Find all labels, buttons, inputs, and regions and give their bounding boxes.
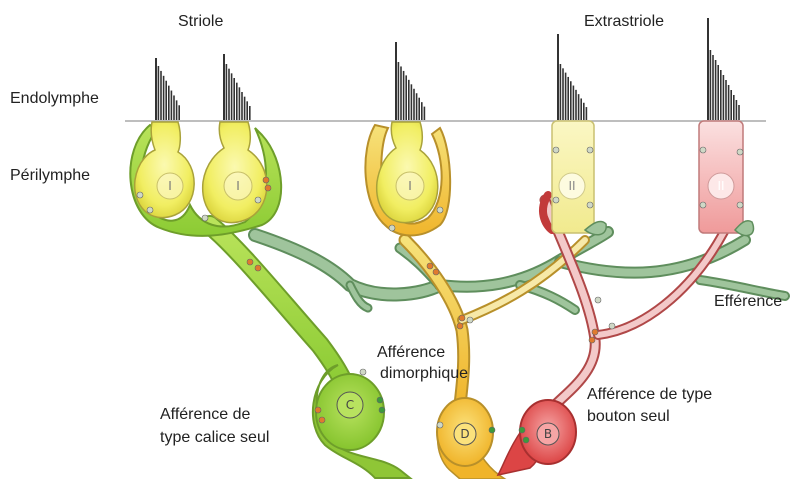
label-afference-dimorphique-2: dimorphique (380, 364, 468, 384)
synapse-dot (595, 297, 601, 303)
synapse-dot (427, 263, 433, 269)
synapse-dot (467, 317, 473, 323)
label-afference-bouton-1: Afférence de type (587, 385, 712, 405)
synapse-dot (553, 197, 559, 203)
hair-bundles (156, 18, 739, 120)
efferent-fibers (255, 232, 785, 310)
synapse-dot (379, 407, 385, 413)
synapse-dot (457, 323, 463, 329)
synapse-dot (553, 147, 559, 153)
cell-label-type2-a: II (568, 179, 575, 193)
synapse-dot (523, 437, 529, 443)
cell-label-neuron-b: B (544, 427, 552, 441)
synapse-dot (700, 202, 706, 208)
synapse-dot (263, 177, 269, 183)
type2-hair-cell-b (699, 121, 743, 233)
synapse-dot (147, 207, 153, 213)
synapse-dot (587, 147, 593, 153)
synapse-dot (587, 202, 593, 208)
synapse-dot (202, 215, 208, 221)
cell-label-neuron-d: D (460, 427, 469, 441)
label-afference-calice-2: type calice seul (160, 428, 269, 448)
label-extrastriole: Extrastriole (584, 12, 664, 32)
synapse-dot (592, 329, 598, 335)
synapse-dot (255, 265, 261, 271)
synapse-dot (265, 185, 271, 191)
synapse-dot (437, 422, 443, 428)
synapse-dot (377, 397, 383, 403)
synapse-dot (519, 427, 525, 433)
cell-label-type1-a: I (168, 179, 172, 193)
cell-label-type1-b: I (236, 179, 240, 193)
label-afference-dimorphique-1: Afférence (377, 343, 445, 363)
synapse-dot (609, 323, 615, 329)
label-efference: Efférence (714, 292, 782, 312)
synapse-dot (315, 407, 321, 413)
type1-hair-cell-c (377, 122, 438, 223)
cell-label-neuron-c: C (346, 398, 354, 412)
type1-hair-cell-b (203, 122, 267, 223)
label-afference-calice-1: Afférence de (160, 405, 250, 425)
synapse-dot (489, 427, 495, 433)
type2-hair-cell-a (552, 121, 594, 233)
synapse-dot (589, 337, 595, 343)
synapse-dot (459, 315, 465, 321)
label-perilymphe: Périlymphe (10, 166, 90, 186)
label-endolymphe: Endolymphe (10, 89, 99, 109)
bouton-only-afferent (498, 195, 725, 475)
label-striole: Striole (178, 12, 223, 32)
synapse-dot (437, 207, 443, 213)
synapse-dot (737, 202, 743, 208)
synapse-dot (700, 147, 706, 153)
cell-label-type1-c: I (408, 179, 412, 193)
synapse-dot (433, 269, 439, 275)
synapse-dot (247, 259, 253, 265)
cell-label-type2-b: II (717, 179, 724, 193)
synapse-dot (360, 369, 366, 375)
synapse-dot (255, 197, 261, 203)
synapse-dot (319, 417, 325, 423)
label-afference-bouton-2: bouton seul (587, 407, 670, 427)
synapse-dot (737, 149, 743, 155)
synapse-dot (137, 192, 143, 198)
synapse-dot (389, 225, 395, 231)
